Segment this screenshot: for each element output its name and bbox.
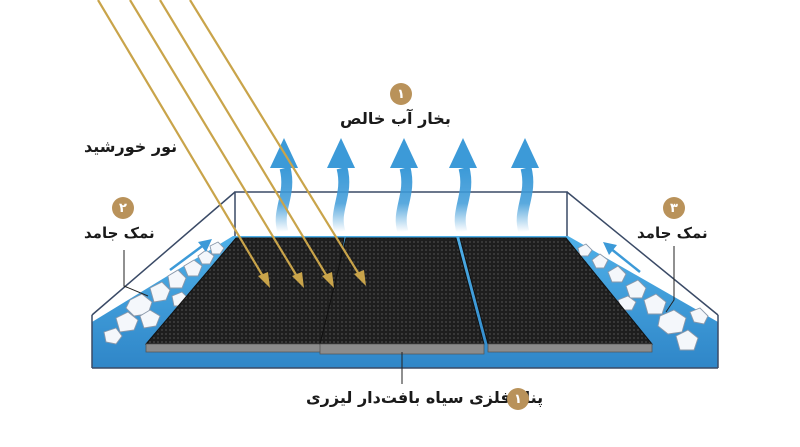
badge-salt-left: ۲: [112, 197, 134, 219]
vapor-arrows: [270, 138, 539, 234]
vapor-arrow: [449, 138, 477, 234]
metal-panels: [144, 237, 654, 355]
vapor-arrow: [390, 138, 418, 234]
panel-middle: [319, 237, 485, 345]
container-front: [91, 315, 719, 369]
badge-vapor: ۱: [390, 83, 412, 105]
sun-ray: [129, 0, 304, 288]
sun-ray: [97, 0, 270, 288]
vapor-arrow: [511, 138, 539, 234]
label-sunlight: نور خورشید: [84, 137, 178, 156]
salt-flow-arrow-left: [169, 239, 212, 272]
sun-ray: [189, 0, 366, 286]
label-salt-left: نمک جامد: [84, 224, 155, 242]
label-pure-vapor: بخار آب خالص: [340, 109, 451, 128]
sun-rays: [97, 0, 366, 288]
leader-lines: [123, 246, 675, 384]
vapor-arrow: [327, 138, 355, 234]
label-salt-right: نمک جامد: [637, 224, 708, 242]
salt-flow-arrow-right: [603, 242, 641, 273]
badge-salt-right: ۳: [663, 197, 685, 219]
badge-panel: ۱: [507, 388, 529, 410]
sun-ray: [159, 0, 334, 288]
label-panel: پنل فلزی سیاه بافت‌دار لیزری: [306, 388, 544, 407]
salt-crystals-right: [577, 243, 709, 351]
